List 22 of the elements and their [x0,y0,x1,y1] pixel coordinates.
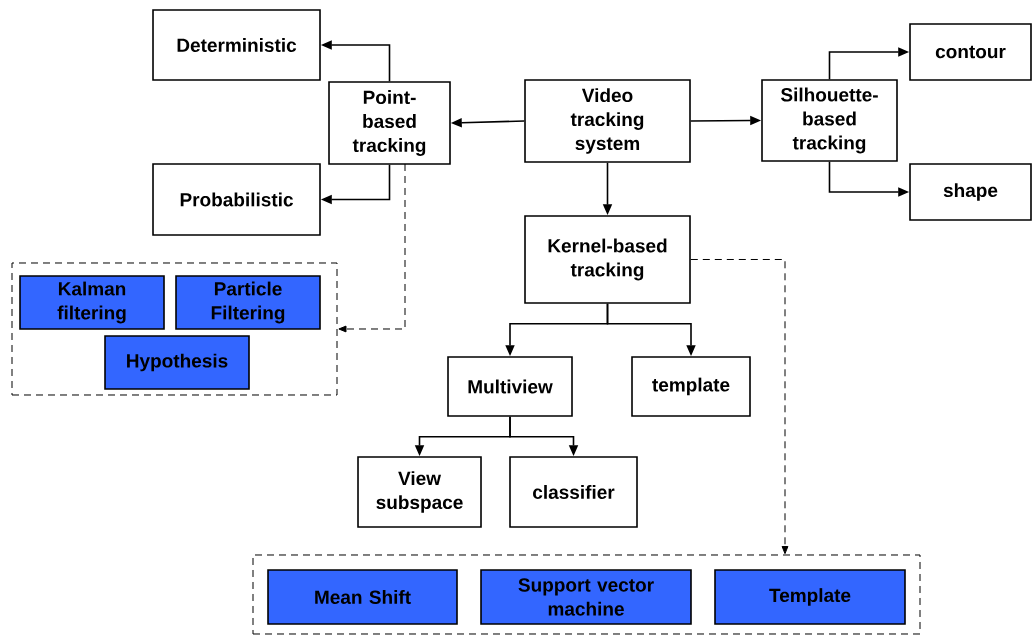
method-box: Mean Shift [267,569,458,625]
method-box: Kalman filtering [19,275,165,330]
group-box [11,262,338,396]
process-box: Silhouette-based tracking [761,79,898,162]
process-box: shape [909,163,1032,221]
process-box: Deterministic [152,9,321,81]
method-box: Template [714,569,906,625]
group-box [252,554,921,635]
process-box: Video tracking system [524,79,691,163]
process-box: View subspace [357,456,482,528]
arrow [690,259,789,555]
process-box: contour [909,23,1032,81]
process-box: Multiview [447,356,573,417]
process-box: classifier [509,456,638,528]
process-box: Point-based tracking [328,81,451,165]
process-box: Probabilistic [152,163,321,236]
process-box: template [631,356,751,417]
method-box: Support vector machine [480,569,692,625]
method-box: Hypothesis [104,335,250,390]
method-box: Particle Filtering [175,275,321,330]
arrow [338,163,406,333]
process-box: Kernel-based tracking [524,215,691,304]
